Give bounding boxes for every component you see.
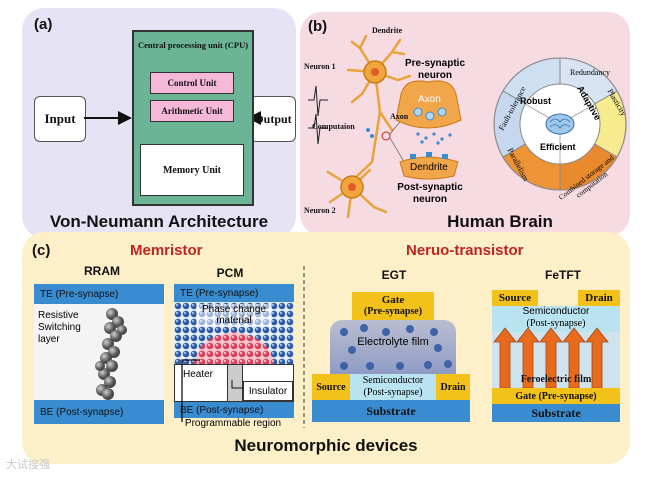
wheel-robust: Robust <box>520 96 551 106</box>
dendrite-bulb-label: Dendrite <box>410 162 448 173</box>
cpu-title: Central processing unit (CPU) <box>137 40 249 50</box>
fetft-device: Source Drain Semiconductor (Post-synapse… <box>492 290 620 426</box>
cpu-block: Central processing unit (CPU) Control Un… <box>132 30 254 206</box>
fetft-title: FeTFT <box>545 268 581 282</box>
dendrite-label: Dendrite <box>372 26 403 35</box>
pcm-te: TE (Pre-synapse) <box>174 284 294 302</box>
rram-te: TE (Pre-synapse) <box>34 284 164 304</box>
watermark: 大试搜强 <box>6 459 50 471</box>
panel-a-caption: Von-Neumann Architecture <box>49 212 269 231</box>
pcm-prog: Programmable region <box>184 418 282 429</box>
post-synaptic-label: Post-synaptic neuron <box>397 182 463 205</box>
arithmetic-unit: Arithmetic Unit <box>150 100 234 122</box>
control-unit: Control Unit <box>150 72 234 94</box>
neuron-illustration <box>308 34 627 219</box>
panel-a-label: (a) <box>34 16 53 33</box>
fetft-film-label: Feroelectric film <box>520 374 592 385</box>
egt-gate-label: Gate <box>381 294 405 306</box>
brain-wheel <box>493 57 627 191</box>
fetft-gate: Gate (Pre-synapse) <box>492 388 620 404</box>
transistor-heading: Neruo-transistor <box>406 242 524 259</box>
rram-title: RRAM <box>84 264 120 278</box>
egt-semi-label: Semiconductor <box>362 375 424 386</box>
filament-icon <box>95 308 127 400</box>
panel-c-label: (c) <box>32 242 51 259</box>
polarization-arrows <box>493 327 609 388</box>
fetft-substrate: Substrate <box>492 404 620 422</box>
pcm-phase: Phase change material <box>196 304 272 326</box>
egt-gate-sub: (Pre-synapse) <box>363 306 423 317</box>
panel-a: (a) Input Output Central processing unit… <box>22 8 296 238</box>
egt-substrate: Substrate <box>312 400 470 422</box>
egt-gate: Gate (Pre-synapse) <box>352 292 434 320</box>
pcm-title: PCM <box>216 266 244 280</box>
axon-bulb <box>395 80 462 129</box>
egt-device: Gate (Pre-synapse) Electrolyte film Sour… <box>312 292 470 426</box>
axon-small-label: Axon <box>390 112 409 121</box>
pre-synaptic-label: Pre-synaptic neuron <box>404 58 466 81</box>
egt-electrolyte-label: Electrolyte film <box>357 336 429 348</box>
neuron2-label: Neuron 2 <box>304 206 336 215</box>
fetft-semi-label: Semiconductor <box>522 306 590 317</box>
zoom-circle <box>381 131 391 141</box>
brain-icon <box>545 113 575 135</box>
pcm-be: BE (Post-synapse) <box>174 402 294 418</box>
panel-c-caption: Neuromorphic devices <box>234 436 418 455</box>
spike-2 <box>308 113 328 145</box>
pcm-insulator: Insulator <box>243 381 293 401</box>
pcm-heater-region: Heater Insulator <box>174 364 294 402</box>
fetft-semi-sub: (Post-synapse) <box>526 318 586 329</box>
fetft-drain: Drain <box>578 290 620 306</box>
egt-title: EGT <box>381 268 407 282</box>
output-box: Output <box>250 96 296 142</box>
pcm-heater: Heater <box>183 369 214 380</box>
egt-source: Source <box>312 374 350 400</box>
panel-b: (b) <box>300 12 630 236</box>
memristor-heading: Memristor <box>130 242 203 259</box>
egt-semiconductor: Semiconductor (Post-synapse) <box>350 374 436 400</box>
panel-b-caption: Human Brain <box>447 212 553 231</box>
rram-device: TE (Pre-synapse) Resistive Switching lay… <box>34 284 164 424</box>
rram-switching: Resistive Switching layer <box>38 310 81 345</box>
divider <box>303 266 305 428</box>
dendrite-bulb <box>399 156 459 180</box>
wheel-efficient: Efficient <box>540 142 576 152</box>
computation-label: Computaion <box>312 122 355 131</box>
memory-unit: Memory Unit <box>140 144 244 196</box>
panel-b-label: (b) <box>308 18 328 35</box>
wheel-redundancy: Redundancy <box>570 68 610 77</box>
ion-dots <box>340 324 452 370</box>
heater-bar <box>227 365 243 401</box>
pcm-arrows <box>181 359 242 422</box>
egt-drain: Drain <box>436 374 470 400</box>
spike-1 <box>308 85 328 117</box>
neuron1-label: Neuron 1 <box>304 62 336 71</box>
panel-c: (c) Memristor Neruo-transistor RRAM TE (… <box>22 232 630 464</box>
rram-be: BE (Post-synapse) <box>34 400 164 424</box>
axon-bulb-label: Axon <box>418 94 441 105</box>
fetft-semiconductor: Semiconductor (Post-synapse) <box>492 306 620 332</box>
pcm-device: TE (Pre-synapse) Phase change material H… <box>174 284 294 430</box>
egt-semi-sub: (Post-synapse) <box>363 387 423 398</box>
fetft-source: Source <box>492 290 538 306</box>
